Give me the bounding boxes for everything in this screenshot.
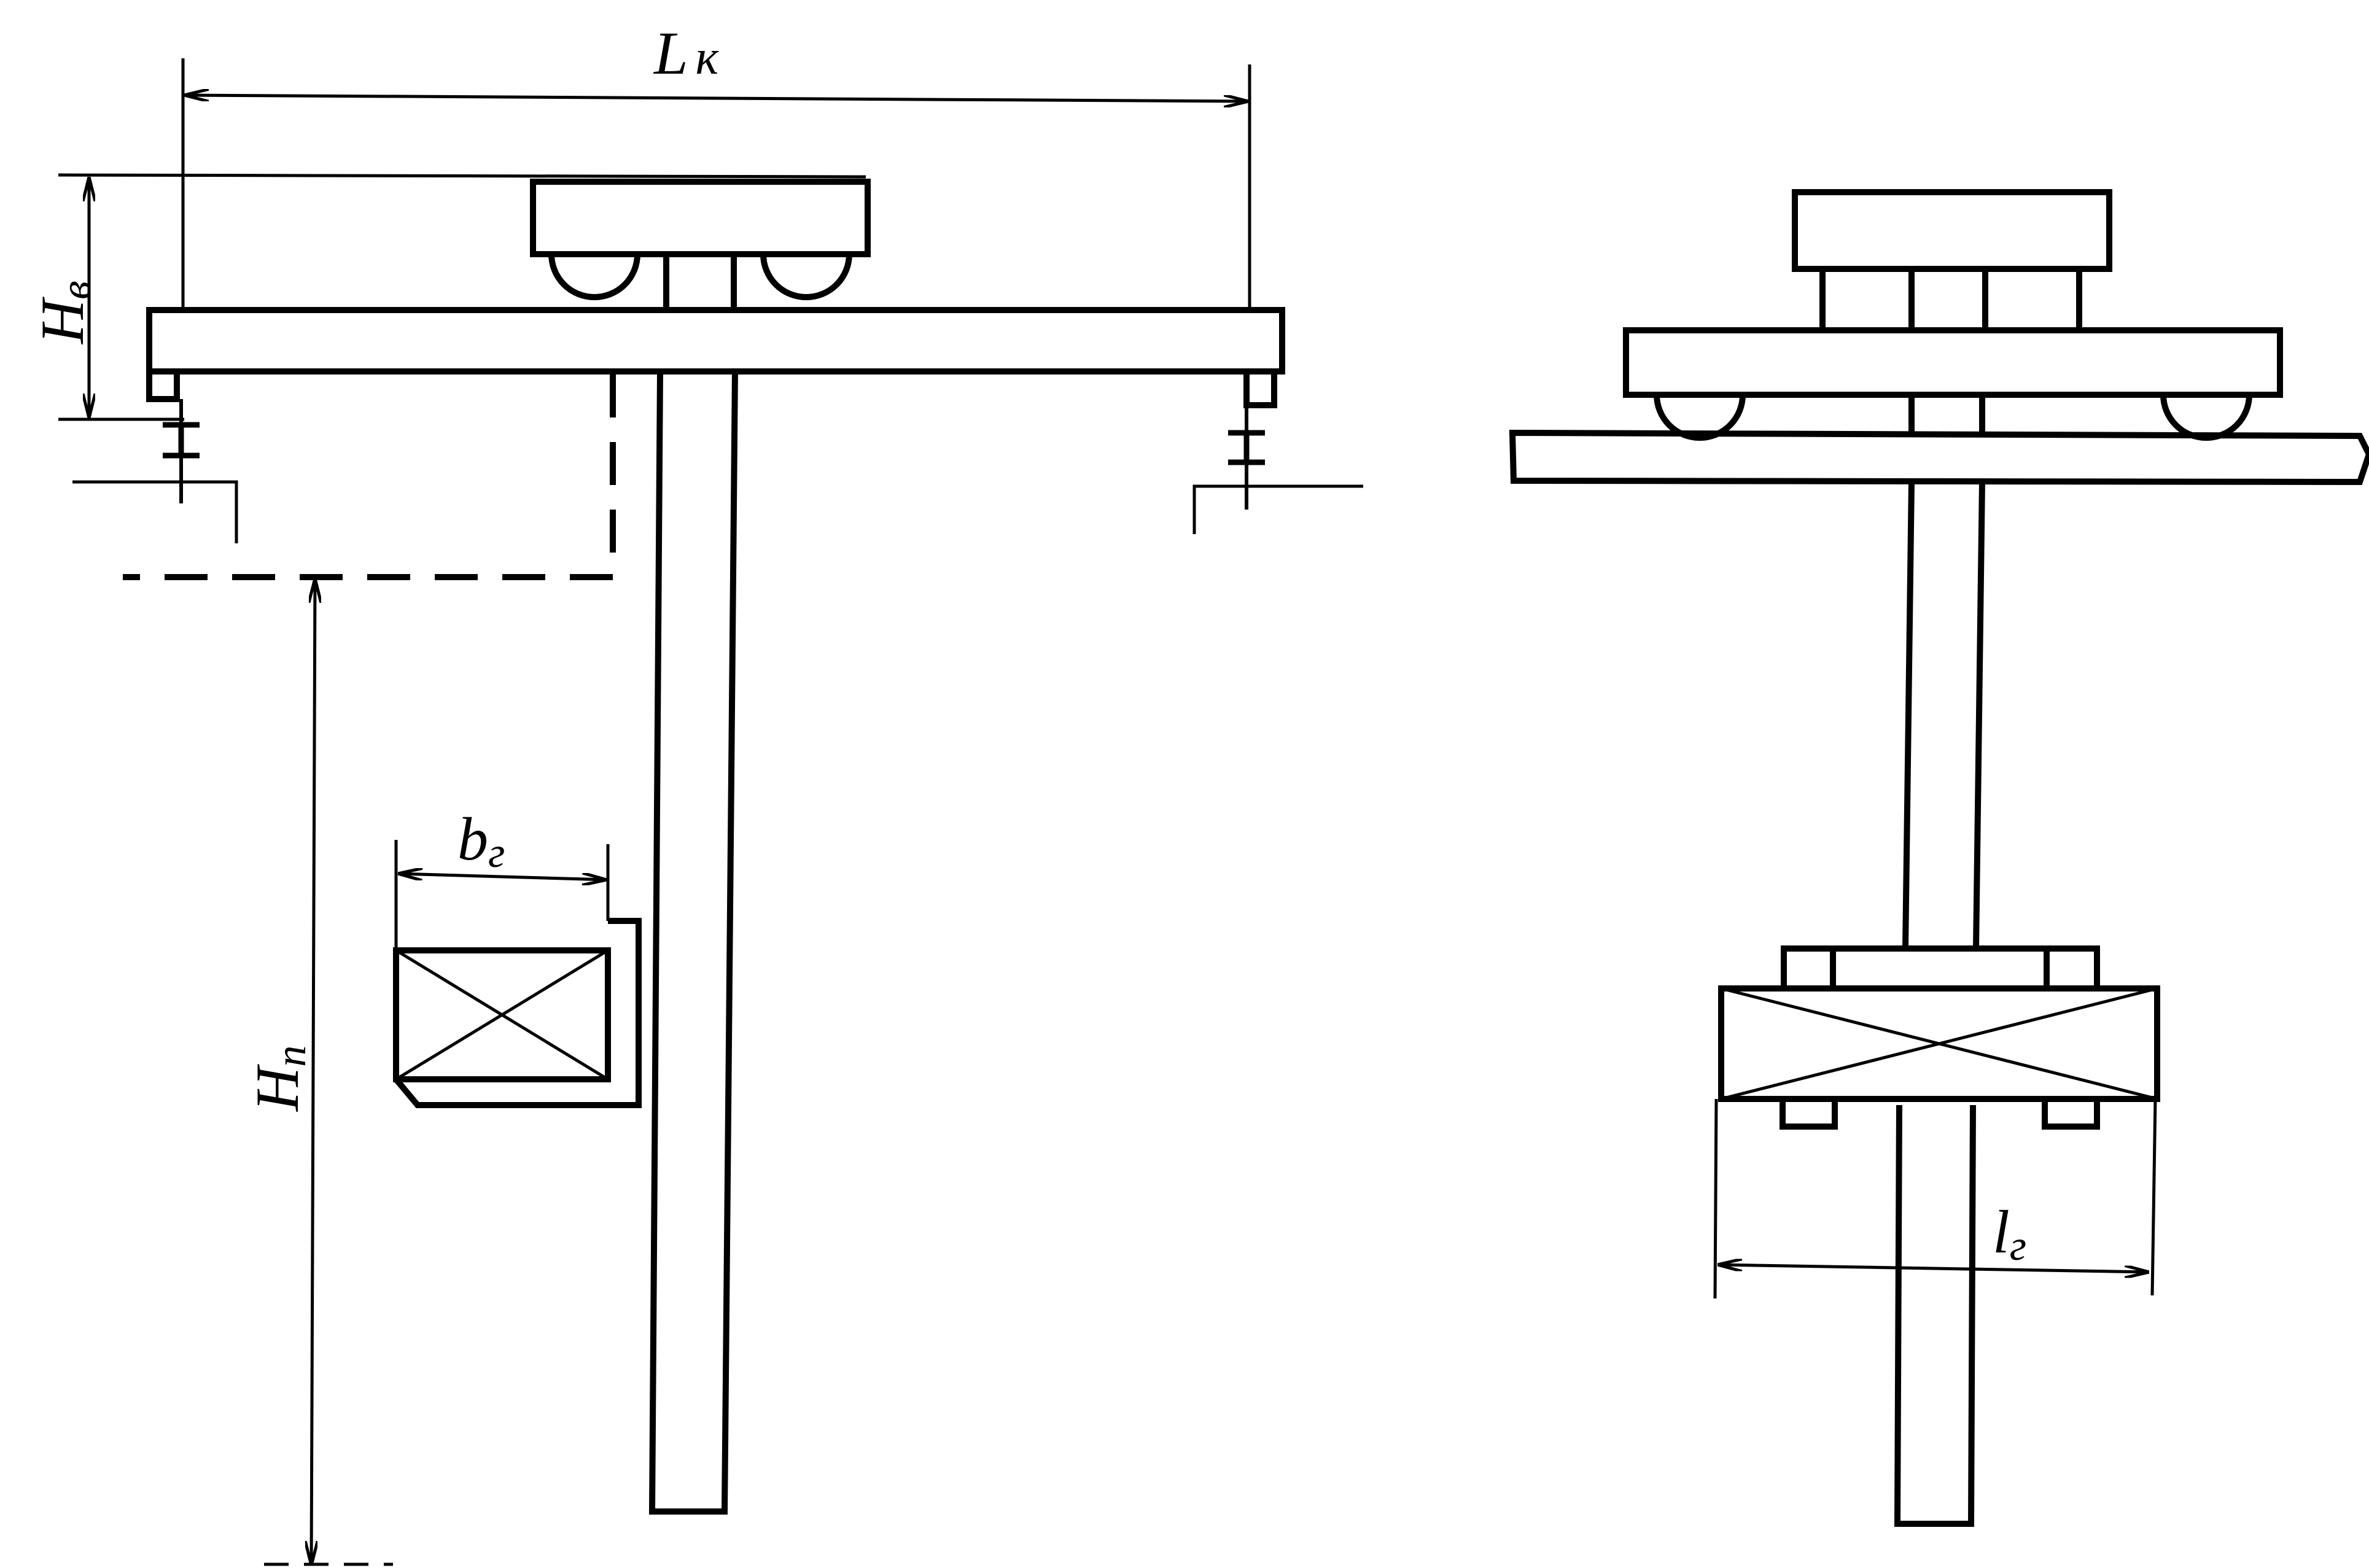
front-bridge-girder xyxy=(146,307,1285,375)
load-width-label: bг xyxy=(457,805,505,877)
front-mast xyxy=(648,371,738,1515)
load-width-dimension xyxy=(394,840,610,950)
side-view xyxy=(1509,189,2369,1527)
side-load xyxy=(1718,945,2160,1130)
upper-height-dimension xyxy=(58,173,866,421)
front-view xyxy=(58,58,1363,1566)
lift-height-dimension xyxy=(264,578,393,1566)
side-trolley xyxy=(1792,189,2112,333)
upper-height-label: Hв xyxy=(28,281,100,345)
clearance-outline xyxy=(123,375,616,580)
front-trolley xyxy=(530,179,871,310)
left-rail xyxy=(72,399,238,543)
lift-height-label: Hп xyxy=(243,1046,315,1112)
load-length-dimension xyxy=(1713,1098,2157,1299)
load-length-label: lг xyxy=(1993,1198,2026,1270)
span-dimension xyxy=(181,58,1251,307)
side-trolley-frame xyxy=(1623,327,2283,441)
left-end-truck xyxy=(146,368,180,402)
right-end-truck xyxy=(1243,368,1277,408)
side-rail-beam xyxy=(1509,429,2369,486)
right-rail xyxy=(1192,405,1363,534)
side-mast xyxy=(1894,481,1985,1527)
front-load xyxy=(393,918,642,1108)
